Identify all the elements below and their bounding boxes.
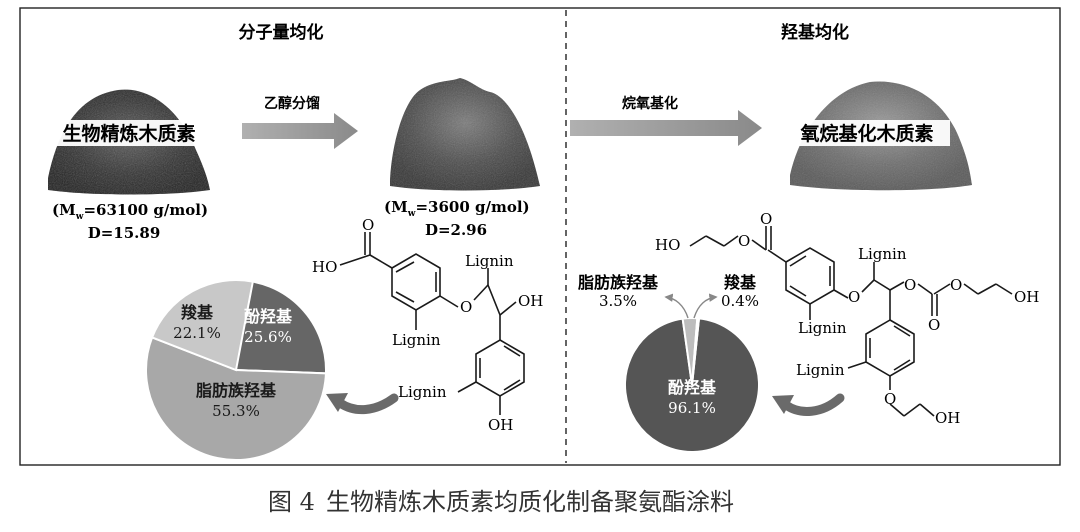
struct-right-lignin-2: Lignin <box>798 319 847 337</box>
struct-left-o-top: O <box>362 216 374 234</box>
sample1-mw: (Mw=63100 g/mol) <box>52 201 208 222</box>
pie-left-label-carboxyl: 羧基 <box>181 303 214 322</box>
struct-right-lignin-3: Lignin <box>796 361 845 379</box>
pie-right-value-phenolic: 96.1% <box>668 399 716 417</box>
struct-left-o-ether: O <box>460 298 472 316</box>
pie-left-value-phenolic: 25.6% <box>244 328 292 346</box>
struct-right-lignin-1: Lignin <box>858 245 907 263</box>
curved-arrow-left-head <box>326 393 348 412</box>
struct-right-o-ester: O <box>738 232 750 250</box>
struct-left-oh-2: OH <box>488 416 513 434</box>
pie-right-slice-carboxyl <box>691 317 701 386</box>
curved-arrow-right <box>781 393 845 416</box>
sample1-dispersity: D=15.89 <box>88 224 161 242</box>
sample1-label: 生物精炼木质素 <box>62 122 195 145</box>
pie-chart-right <box>624 317 760 453</box>
pie-left-slice-aliphatic <box>145 336 327 461</box>
sample1-label-bg <box>48 120 210 146</box>
section-title-left: 分子量均化 <box>239 22 324 43</box>
caption-text: 生物精炼木质素均质化制备聚氨酯涂料 <box>326 488 734 516</box>
structure-right <box>689 226 1013 417</box>
process-arrow-1 <box>242 113 358 149</box>
struct-right-oh-2: OH <box>935 409 960 427</box>
pie-right-leader-carboxyl <box>693 293 718 319</box>
sample3-label-bg <box>785 120 950 146</box>
struct-right-o-ether: O <box>848 288 860 306</box>
pie-left-value-carboxyl: 22.1% <box>173 324 221 342</box>
struct-right-o-carbonyl: O <box>760 210 772 228</box>
pie-right-label-aliphatic: 脂肪族羟基 <box>578 273 659 292</box>
pie-right-slice-phenolic <box>624 317 760 453</box>
struct-left-lignin-3: Lignin <box>398 383 447 401</box>
figure-frame <box>19 7 1061 466</box>
struct-left-lignin-1: Lignin <box>465 252 514 270</box>
caption-figure-number: 图 4 <box>268 488 315 516</box>
struct-right-o-carb2: O <box>928 316 940 334</box>
struct-right-o-carb1: O <box>904 276 916 294</box>
structure-left <box>339 232 525 415</box>
curved-arrow-right-head <box>772 395 794 414</box>
struct-left-ho: HO <box>312 258 337 276</box>
sample2-mw: (Mw=3600 g/mol) <box>384 198 530 219</box>
pie-right-value-carboxyl: 0.4% <box>721 292 759 310</box>
sample3-label: 氧烷基化木质素 <box>800 122 933 145</box>
pie-right-value-aliphatic: 3.5% <box>599 292 637 310</box>
powder-image-2 <box>390 78 540 191</box>
struct-right-oh-1: OH <box>1014 288 1039 306</box>
pie-left-label-phenolic: 酚羟基 <box>244 307 293 326</box>
struct-right-ho: HO <box>655 236 680 254</box>
pie-chart-left <box>145 278 327 461</box>
struct-right-o-carb3: O <box>950 276 962 294</box>
pie-left-label-aliphatic: 脂肪族羟基 <box>196 381 277 400</box>
pie-right-leader-aliphatic <box>664 293 689 319</box>
sample2-dispersity: D=2.96 <box>425 221 487 239</box>
pie-right-label-phenolic: 酚羟基 <box>668 378 717 397</box>
struct-right-o-eth2: O <box>884 390 896 408</box>
process-arrow-2 <box>570 110 762 146</box>
curved-arrow-left <box>335 393 399 415</box>
arrow1-label: 乙醇分馏 <box>264 95 320 112</box>
pie-right-label-carboxyl: 羧基 <box>724 273 757 292</box>
struct-left-oh-1: OH <box>518 292 543 310</box>
arrow2-label: 烷氧基化 <box>622 95 678 112</box>
pie-left-slice-carboxyl <box>150 279 255 372</box>
struct-left-lignin-2: Lignin <box>392 331 441 349</box>
section-title-right: 羟基均化 <box>781 22 849 43</box>
pie-left-value-aliphatic: 55.3% <box>212 402 260 420</box>
